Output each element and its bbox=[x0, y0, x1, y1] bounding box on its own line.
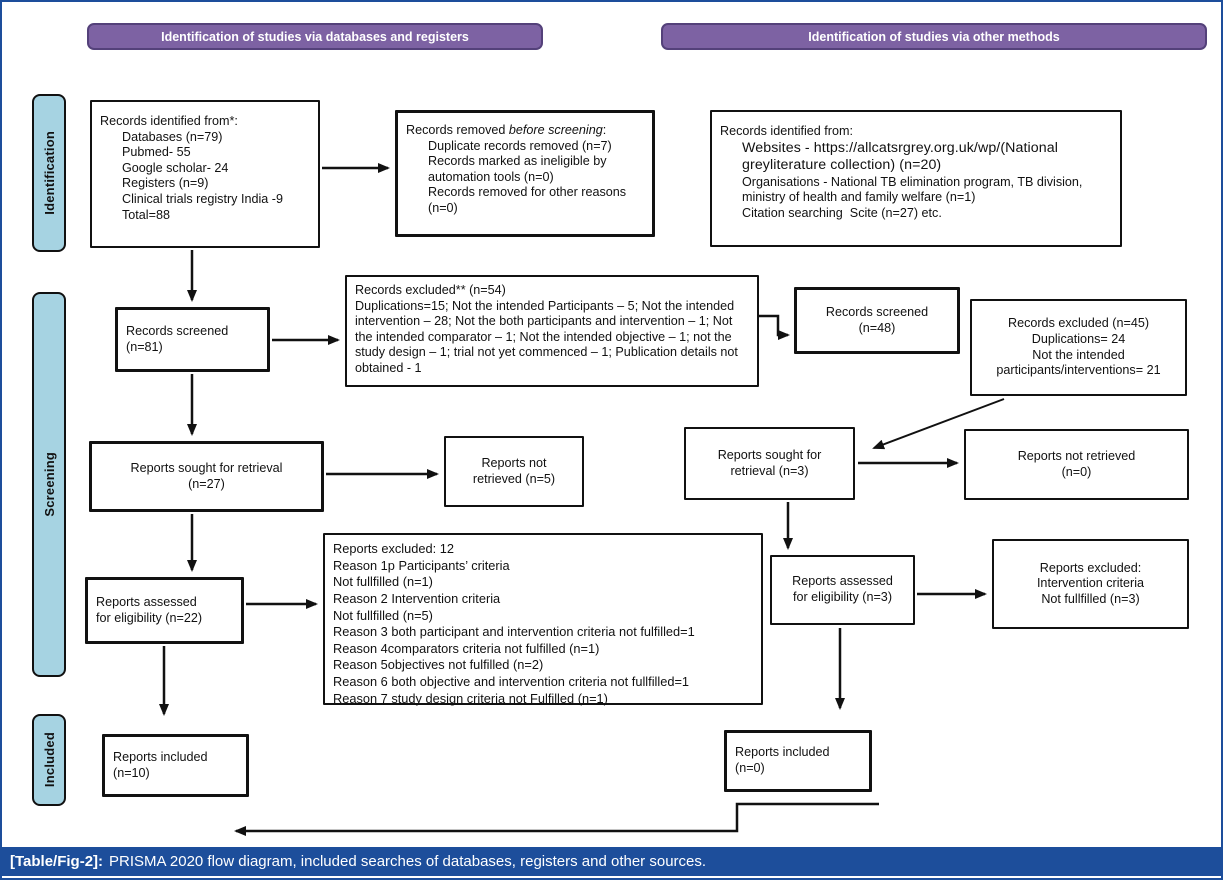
box-reports-not-retrieved-other: Reports not retrieved (n=0) bbox=[964, 429, 1189, 500]
reports-assessed-db-line: for eligibility (n=22) bbox=[96, 610, 203, 625]
records-removed-title-italic: before screening bbox=[508, 123, 603, 137]
records-excluded-other-line: Not the intended participants/interventi… bbox=[996, 347, 1161, 378]
records-excluded-db-detail: Duplications=15; Not the intended Partic… bbox=[355, 298, 738, 376]
records-removed-item: Records marked as ineligible by automati… bbox=[428, 154, 607, 184]
reports-excluded-other-line: Reports excluded: bbox=[1039, 560, 1142, 575]
box-records-screened-db: Records screened (n=81) bbox=[115, 307, 270, 372]
records-removed-item: Records removed for other reasons (n=0) bbox=[428, 185, 627, 216]
records-identified-other-organisations: Organisations - National TB elimination … bbox=[742, 174, 1083, 205]
box-records-identified-other: Records identified from: Websites - http… bbox=[710, 110, 1122, 247]
box-records-removed: Records removed before screening: Duplic… bbox=[395, 110, 655, 237]
arrow-elbow-to-screened48 bbox=[759, 314, 790, 340]
records-excluded-db-title: Records excluded** (n=54) bbox=[355, 283, 506, 297]
box-reports-excluded-other: Reports excluded: Intervention criteria … bbox=[992, 539, 1189, 629]
records-screened-other-line: (n=48) bbox=[858, 320, 896, 335]
records-identified-other-citation: Citation searching Scite (n=27) etc. bbox=[742, 206, 942, 221]
box-records-excluded-db: Records excluded** (n=54) Duplications=1… bbox=[345, 275, 759, 387]
stage-tab-included-label: Included bbox=[41, 732, 57, 788]
box-reports-sought-other: Reports sought for retrieval (n=3) bbox=[684, 427, 855, 500]
reports-not-retrieved-other-line: Reports not retrieved bbox=[1017, 448, 1136, 463]
header-other-methods: Identification of studies via other meth… bbox=[661, 23, 1207, 50]
figure-caption-text: PRISMA 2020 flow diagram, included searc… bbox=[109, 853, 707, 870]
stage-tab-screening: Screening bbox=[32, 292, 66, 677]
reports-not-retrieved-db-line: Reports not bbox=[481, 455, 547, 470]
reports-included-db-line: (n=10) bbox=[113, 765, 150, 780]
box-reports-assessed-other: Reports assessed for eligibility (n=3) bbox=[770, 555, 915, 625]
reports-included-other-line: Reports included bbox=[735, 745, 830, 760]
records-screened-db-line: Records screened bbox=[126, 323, 229, 338]
reports-sought-db-line: Reports sought for retrieval bbox=[130, 460, 283, 475]
reports-not-retrieved-db-line: retrieved (n=5) bbox=[472, 471, 556, 486]
reports-excluded-other-line: Not fullfilled (n=3) bbox=[1041, 591, 1140, 606]
reports-excluded-db-line: Reports excluded: 12 bbox=[333, 541, 454, 556]
records-identified-item: Google scholar- 24 bbox=[122, 160, 229, 175]
stage-tab-included: Included bbox=[32, 714, 66, 806]
reports-sought-other-line: Reports sought for bbox=[717, 447, 822, 462]
reports-excluded-db-line: Reason 1p Participants’ criteria bbox=[333, 557, 510, 573]
box-reports-not-retrieved-db: Reports not retrieved (n=5) bbox=[444, 436, 584, 507]
reports-assessed-other-line: Reports assessed bbox=[792, 574, 893, 589]
reports-excluded-db-line: Reason 7 study design criteria not Fulfi… bbox=[333, 690, 608, 706]
header-other-methods-label: Identification of studies via other meth… bbox=[808, 29, 1060, 44]
reports-assessed-db-line: Reports assessed bbox=[96, 594, 197, 609]
records-removed-title-prefix: Records removed bbox=[406, 123, 509, 137]
records-excluded-other-line: Duplications= 24 bbox=[1031, 331, 1126, 346]
figure-caption-bar: [Table/Fig-2]: PRISMA 2020 flow diagram,… bbox=[2, 847, 1221, 876]
box-records-identified-db: Records identified from*: Databases (n=7… bbox=[90, 100, 320, 248]
stage-tab-identification: Identification bbox=[32, 94, 66, 252]
reports-not-retrieved-other-line: (n=0) bbox=[1061, 464, 1092, 479]
header-databases-registers-label: Identification of studies via databases … bbox=[161, 29, 469, 44]
records-identified-item: Registers (n=9) bbox=[122, 176, 209, 191]
reports-excluded-db-line: Not fullfilled (n=1) bbox=[333, 574, 433, 590]
box-records-screened-other: Records screened (n=48) bbox=[794, 287, 960, 354]
records-removed-item: Duplicate records removed (n=7) bbox=[428, 138, 612, 153]
stage-tab-screening-label: Screening bbox=[41, 452, 57, 517]
records-screened-other-line: Records screened bbox=[825, 304, 929, 319]
records-identified-other-title: Records identified from: bbox=[720, 124, 853, 138]
records-identified-item: Pubmed- 55 bbox=[122, 145, 191, 160]
box-reports-sought-db: Reports sought for retrieval (n=27) bbox=[89, 441, 324, 512]
box-reports-included-db: Reports included (n=10) bbox=[102, 734, 249, 797]
reports-excluded-db-line: Reason 5objectives not fulfilled (n=2) bbox=[333, 657, 544, 673]
records-identified-other-websites: Websites - https://allcatsrgrey.org.uk/w… bbox=[742, 139, 1059, 174]
reports-sought-db-line: (n=27) bbox=[188, 476, 225, 491]
reports-excluded-db-line: Reason 4comparators criteria not fulfill… bbox=[333, 640, 600, 656]
reports-excluded-db-line: Reason 6 both objective and intervention… bbox=[333, 674, 690, 689]
reports-included-other-line: (n=0) bbox=[735, 761, 765, 775]
box-reports-included-other: Reports included (n=0) bbox=[724, 730, 872, 792]
box-reports-assessed-db: Reports assessed for eligibility (n=22) bbox=[85, 577, 244, 644]
box-reports-excluded-db: Reports excluded: 12 Reason 1p Participa… bbox=[323, 533, 763, 706]
reports-excluded-db-line: Reason 3 both participant and interventi… bbox=[333, 624, 695, 640]
records-removed-title-suffix: : bbox=[602, 123, 607, 137]
stage-tab-identification-label: Identification bbox=[41, 131, 57, 215]
reports-excluded-other-line: Intervention criteria bbox=[1036, 576, 1145, 591]
reports-included-db-line: Reports included bbox=[113, 749, 208, 764]
reports-sought-other-line: retrieval (n=3) bbox=[730, 463, 809, 478]
arrow-included0-return bbox=[234, 802, 879, 836]
records-screened-db-line: (n=81) bbox=[126, 339, 163, 354]
figure-caption-label: [Table/Fig-2]: bbox=[10, 853, 104, 870]
records-identified-item: Total=88 bbox=[122, 207, 170, 222]
records-excluded-other-line: Records excluded (n=45) bbox=[1007, 316, 1150, 331]
reports-assessed-other-line: for eligibility (n=3) bbox=[792, 590, 893, 604]
records-identified-item: Databases (n=79) bbox=[122, 129, 223, 144]
records-removed-title: Records removed before screening: bbox=[406, 123, 644, 139]
header-databases-registers: Identification of studies via databases … bbox=[87, 23, 543, 50]
records-identified-item: Clinical trials registry India -9 bbox=[122, 192, 283, 207]
box-records-excluded-other: Records excluded (n=45) Duplications= 24… bbox=[970, 299, 1187, 396]
records-identified-title: Records identified from*: bbox=[100, 114, 238, 128]
reports-excluded-db-line: Reason 2 Intervention criteria bbox=[333, 590, 501, 606]
reports-excluded-db-line: Not fullfilled (n=5) bbox=[333, 607, 433, 623]
